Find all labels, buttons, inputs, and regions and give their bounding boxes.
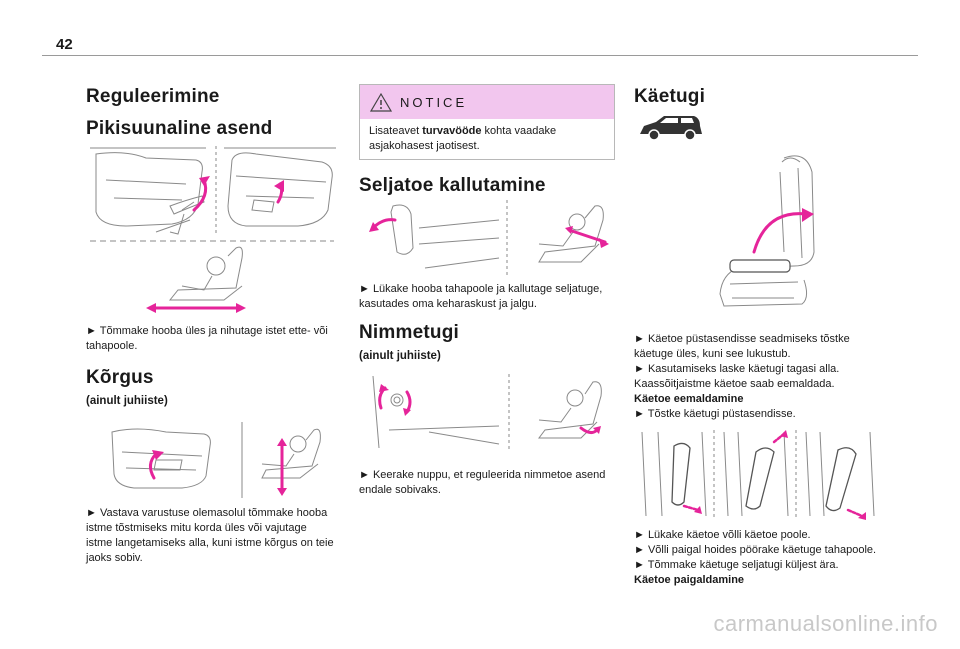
text-armrest-raise: ► Käetoe püstasendisse seadmiseks tõstke… (634, 333, 850, 360)
text-longitudinal: ► Tõmmake hooba üles ja nihutage istet e… (86, 325, 328, 352)
watermark: carmanualsonline.info (713, 611, 938, 636)
notice-label: NOTICE (400, 95, 468, 110)
text-armrest-removal-step2: ► Lükake käetoe võlli käetoe poole. (634, 529, 811, 541)
notice-header: NOTICE (360, 85, 614, 119)
text-armrest-removal-steps: ► Lükake käetoe võlli käetoe poole. ► Võ… (634, 528, 888, 588)
subtitle-height: (ainult juhiiste) (86, 395, 168, 407)
text-armrest-removal-step3: ► Võlli paigal hoides pöörake käetuge ta… (634, 544, 877, 556)
figure-seat-height (86, 420, 338, 500)
text-armrest-install-title: Käetoe paigaldamine (634, 574, 745, 586)
text-armrest-removal-step1: ► Tõstke käetugi püstasendisse. (634, 408, 796, 420)
notice-text: Lisateavet turvavööde kohta vaadake asja… (369, 124, 609, 154)
figure-armrest-removal (634, 428, 888, 520)
text-armrest-removal-title: Käetoe eemaldamine (634, 393, 744, 405)
notice-text-post: kohta vaadake asjakohasest jaotisest. (369, 125, 557, 152)
text-armrest-lower: ► Kasutamiseks laske käetugi tagasi alla… (634, 363, 840, 375)
figure-seat-lever (86, 140, 338, 318)
figure-armrest (634, 148, 888, 318)
section-title-backrest: Seljatoe kallutamine (359, 175, 546, 196)
notice-text-bold: turvavööde (422, 125, 482, 137)
section-title-height: Kõrgus (86, 367, 154, 388)
notice-box: NOTICE Lisateavet turvavööde kohta vaada… (359, 84, 615, 160)
text-armrest: ► Käetoe püstasendisse seadmiseks tõstke… (634, 332, 888, 422)
text-armrest-removable: Kaassõitjaistme käetoe saab eemaldada. (634, 378, 835, 390)
figure-lumbar (359, 372, 615, 452)
text-armrest-removal-step4: ► Tõmmake käetuge seljatugi küljest ära. (634, 559, 839, 571)
page-title: Reguleerimine (86, 86, 220, 107)
vehicle-icon (638, 114, 704, 142)
header-rule (42, 55, 918, 56)
notice-text-pre: Lisateavet (369, 125, 423, 137)
subtitle-lumbar: (ainult juhiiste) (359, 350, 441, 362)
figure-backrest (359, 198, 615, 278)
page-number: 42 (56, 36, 73, 53)
text-height: ► Vastava varustuse olemasolul tõmmake h… (86, 507, 334, 564)
warning-icon (370, 92, 392, 112)
text-lumbar: ► Keerake nuppu, et reguleerida nimmetoe… (359, 469, 606, 496)
section-title-lumbar: Nimmetugi (359, 322, 459, 343)
section-title-armrest: Käetugi (634, 86, 706, 107)
section-title-longitudinal: Pikisuunaline asend (86, 118, 273, 139)
text-backrest: ► Lükake hooba tahapoole ja kallutage se… (359, 283, 603, 310)
